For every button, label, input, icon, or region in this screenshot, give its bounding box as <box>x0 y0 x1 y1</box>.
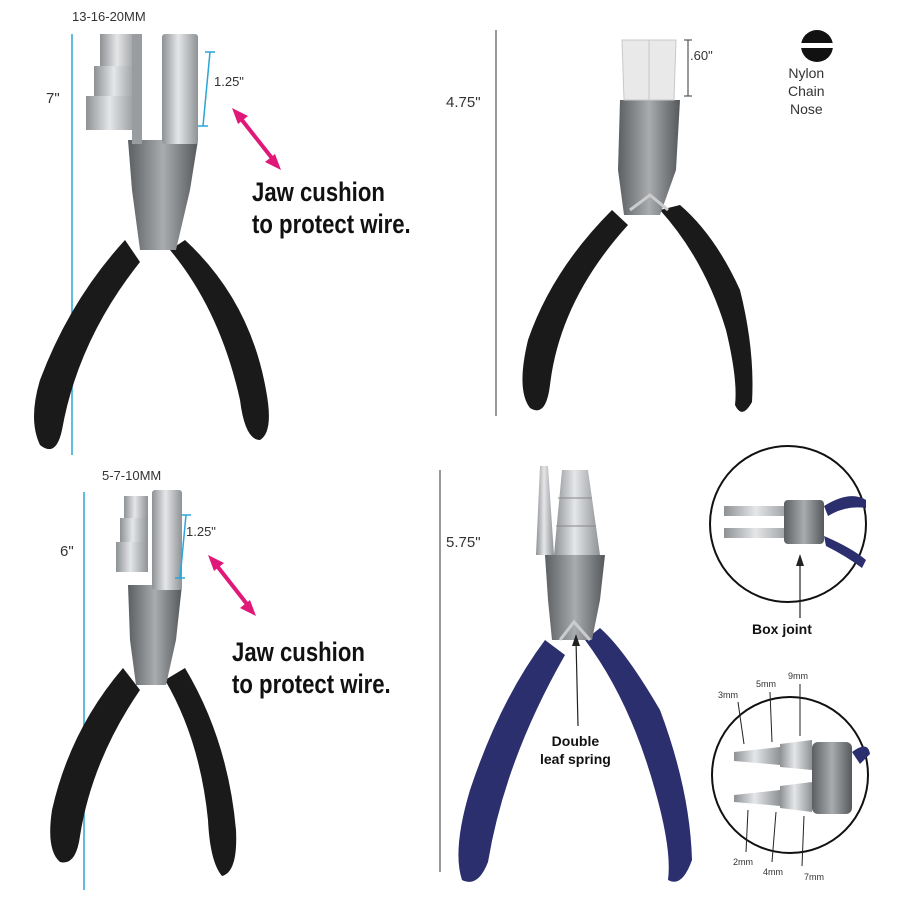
cushion-callout-top: Jaw cushion to protect wire. <box>252 176 411 240</box>
leaf-spring-callout: Double leaf spring <box>540 733 611 767</box>
jaw-cushion <box>162 34 198 144</box>
cushion-line-2: to protect wire. <box>232 669 391 699</box>
jaw-step-2 <box>120 518 148 542</box>
pliers-body <box>128 140 198 250</box>
cushion-line-2: to protect wire. <box>252 209 411 239</box>
stepped-jaw <box>554 470 600 555</box>
handle-left <box>34 240 140 450</box>
pliers-body <box>618 100 680 215</box>
cushion-line-1: Jaw cushion <box>252 177 385 207</box>
jaw-step-2 <box>94 66 138 96</box>
cushion-callout-bottom: Jaw cushion to protect wire. <box>232 636 391 700</box>
pliers-bottom-right <box>439 445 870 882</box>
cushion-line-1: Jaw cushion <box>232 637 365 667</box>
size-3mm: 3mm <box>718 690 738 700</box>
handle-left <box>522 210 628 411</box>
jaw-step-3 <box>116 542 148 572</box>
jaw-length-label-top-left: 1.25" <box>214 74 244 89</box>
size-9mm: 9mm <box>788 671 808 681</box>
pliers-body <box>128 585 182 685</box>
handle-left <box>458 640 565 882</box>
pliers-top-left <box>34 34 281 455</box>
pliers-body <box>545 555 605 640</box>
box-joint-callout: Box joint <box>752 621 812 637</box>
round-jaw-tip <box>536 466 554 555</box>
size-2mm: 2mm <box>733 857 753 867</box>
pliers-top-right <box>495 30 833 416</box>
handle-right <box>660 205 753 412</box>
jaw-step-1 <box>124 496 148 518</box>
handle-left <box>50 668 141 863</box>
jaw-sizes-label-bottom-left: 5-7-10MM <box>102 468 162 483</box>
jaw-length-label-bottom-left: 1.25" <box>186 524 216 539</box>
size-4mm: 4mm <box>763 867 783 877</box>
length-label-top-right: 4.75" <box>446 94 481 111</box>
length-label-bottom-left: 6" <box>60 543 74 560</box>
pliers-bottom-left <box>50 490 256 890</box>
length-label-top-left: 7" <box>46 90 60 107</box>
jaw-cushion <box>152 490 182 590</box>
nylon-chain-nose-label: Nylon Chain Nose <box>788 65 825 117</box>
handle-right <box>170 240 269 440</box>
jaw-sizes-label-top-left: 13-16-20MM <box>72 9 146 24</box>
size-7mm: 7mm <box>804 872 824 882</box>
jaw-step-1 <box>100 34 138 66</box>
length-label-bottom-right: 5.75" <box>446 534 481 551</box>
jaw-length-label-top-right: .60" <box>690 48 713 63</box>
handle-right <box>165 668 237 876</box>
jaw-step-3 <box>86 96 138 130</box>
handle-right <box>585 628 692 882</box>
size-5mm: 5mm <box>756 679 776 689</box>
